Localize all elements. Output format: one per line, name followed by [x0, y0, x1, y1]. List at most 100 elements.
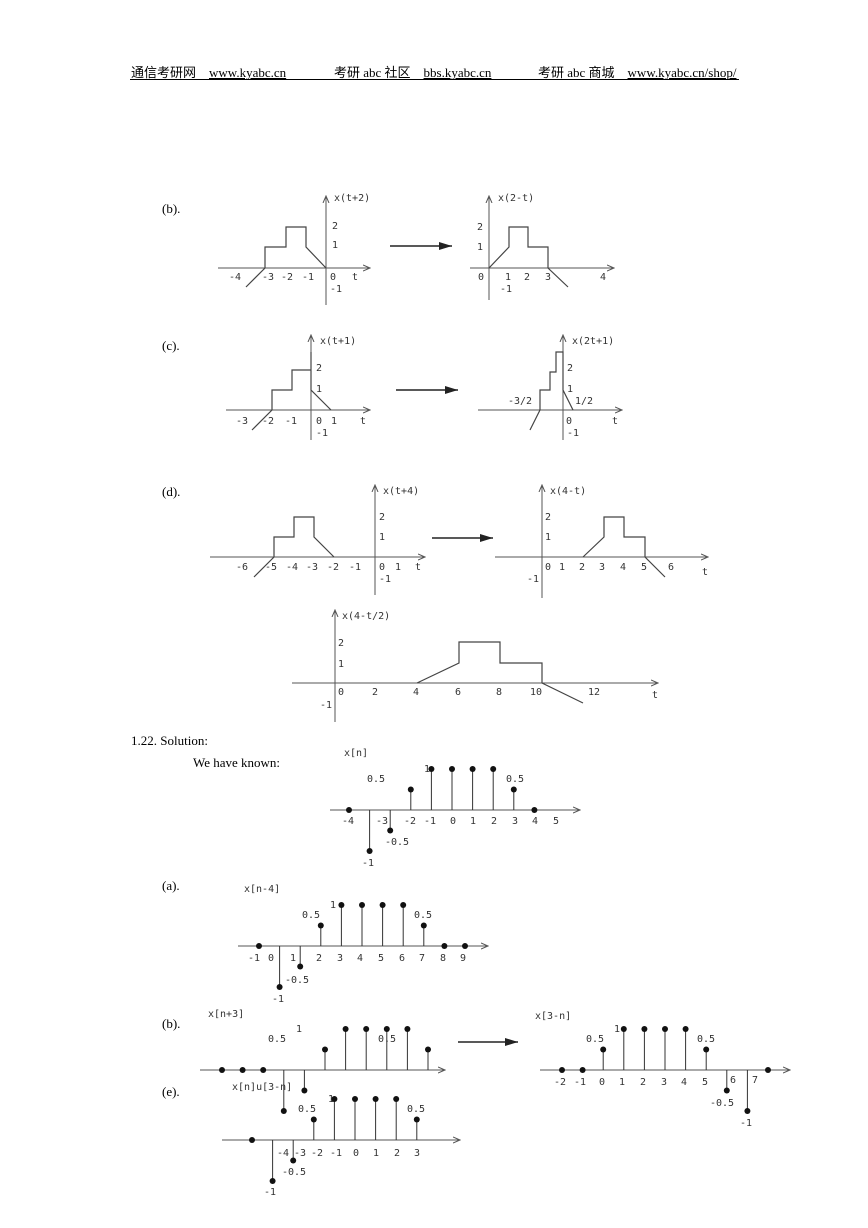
tick: -2	[327, 562, 339, 573]
tick: 4	[620, 562, 626, 573]
tick: 2	[491, 816, 497, 827]
tick: 1	[373, 1148, 379, 1159]
value-label: 0.5	[378, 1034, 396, 1045]
tick: -1	[500, 284, 512, 295]
stem-point	[400, 902, 407, 908]
value-label: 0.5	[298, 1104, 316, 1115]
stem-point	[317, 922, 324, 929]
tick: 8	[440, 953, 446, 964]
stem-point	[531, 807, 538, 813]
stem-point	[490, 766, 497, 772]
stem-point	[682, 1026, 689, 1032]
stem-point	[579, 1067, 586, 1073]
part-b-label: (b).	[162, 201, 181, 216]
stem-point	[346, 807, 352, 813]
stem-point	[276, 984, 283, 990]
value-label: 0.5	[697, 1034, 715, 1045]
tick: 10	[530, 687, 542, 698]
tick: 7	[419, 953, 425, 964]
plot-c-right-title: x(2t+1)	[572, 336, 614, 347]
plot-xnu3-n-title: x[n]u[3-n]	[232, 1082, 292, 1093]
stem-point	[404, 1026, 411, 1032]
tick: 0	[478, 272, 484, 283]
tick: 1	[331, 416, 337, 427]
value-label: -1	[740, 1118, 752, 1129]
tick: 2	[567, 363, 573, 374]
tick: 2	[379, 512, 385, 523]
tick: 2	[545, 512, 551, 523]
stem-point	[441, 943, 448, 949]
tick: 4	[532, 816, 538, 827]
tick: 5	[553, 816, 559, 827]
tick: 1	[470, 816, 476, 827]
tick: -1	[349, 562, 361, 573]
tick: -5	[265, 562, 277, 573]
stem-point	[413, 1116, 420, 1123]
stem-point	[310, 1116, 317, 1123]
plot-d-bottom: x(4-t/2) 0 2 4 6 8 10 12 t 2 1 -1	[292, 610, 658, 722]
tick: -4	[277, 1148, 289, 1159]
stem-point	[407, 786, 414, 793]
tick: t	[352, 272, 358, 283]
tick: t	[415, 562, 421, 573]
tick: -3	[294, 1148, 306, 1159]
stem-point	[290, 1157, 297, 1164]
header-site1: 通信考研网 www.kyabc.cn	[131, 62, 286, 81]
plot-xn-4: x[n-4] -1 0 1 2 3 4 5 6 7 8 9 0.5 1 0.5 …	[238, 884, 488, 1005]
stem-point	[379, 902, 386, 908]
tick: 0	[353, 1148, 359, 1159]
header-site1-link[interactable]: www.kyabc.cn	[209, 65, 287, 80]
tick: 2	[579, 562, 585, 573]
tick: 6	[668, 562, 674, 573]
tick: -2	[404, 816, 416, 827]
stem-point	[744, 1108, 751, 1114]
stem-point	[510, 786, 517, 793]
value-label: -1	[362, 858, 374, 869]
tick: -1	[330, 284, 342, 295]
value-label: 1	[614, 1024, 620, 1035]
plot-c-left: x(t+1) -3 -2 -1 0 1 t 2 1 -1	[226, 335, 370, 440]
plot-xn-title: x[n]	[344, 748, 368, 759]
tick: 12	[588, 687, 600, 698]
tick: 3	[512, 816, 518, 827]
tick: -3/2	[508, 396, 532, 407]
plot-b-right-title: x(2-t)	[498, 193, 534, 204]
tick: 2	[338, 638, 344, 649]
tick: 2	[524, 272, 530, 283]
tick: 6	[399, 953, 405, 964]
tick: 0	[268, 953, 274, 964]
tick: -1	[424, 816, 436, 827]
tick: 2	[372, 687, 378, 698]
tick: 0	[330, 272, 336, 283]
tick: 3	[599, 562, 605, 573]
stem-point	[372, 1096, 379, 1102]
stem-point	[359, 902, 365, 908]
plot-x3-n-title: x[3-n]	[535, 1011, 571, 1022]
stem-point	[383, 1026, 390, 1032]
tick: -4	[342, 816, 354, 827]
tick: -2	[311, 1148, 323, 1159]
value-label: 1	[296, 1024, 302, 1035]
value-label: -0.5	[282, 1167, 306, 1178]
stem-point	[342, 1026, 349, 1032]
plot-xnu3-n: x[n]u[3-n] -4 -3 -2 -1 0 1 2 3 0.5 1 0.5…	[222, 1082, 460, 1198]
tick: 0	[599, 1077, 605, 1088]
plot-c-right: x(2t+1) -3/2 0 1/2 t 2 1 -1	[478, 335, 622, 440]
stem-point	[765, 1067, 771, 1073]
stem-point	[269, 1178, 276, 1184]
tick: t	[652, 690, 658, 701]
stem-point	[462, 943, 468, 949]
stem-point	[352, 1096, 358, 1102]
header-site2-link[interactable]: bbs.kyabc.cn	[423, 65, 492, 80]
stem-point	[280, 1108, 287, 1114]
tick: 3	[661, 1077, 667, 1088]
value-label: -0.5	[285, 975, 309, 986]
stem-point	[600, 1046, 607, 1053]
tick: 2	[332, 221, 338, 232]
stem-point	[363, 1026, 370, 1032]
header-site3-link[interactable]: www.kyabc.cn/shop/	[627, 65, 737, 80]
tick: -2	[262, 416, 274, 427]
stem-point	[641, 1026, 648, 1032]
plot-xn-4-title: x[n-4]	[244, 884, 280, 895]
